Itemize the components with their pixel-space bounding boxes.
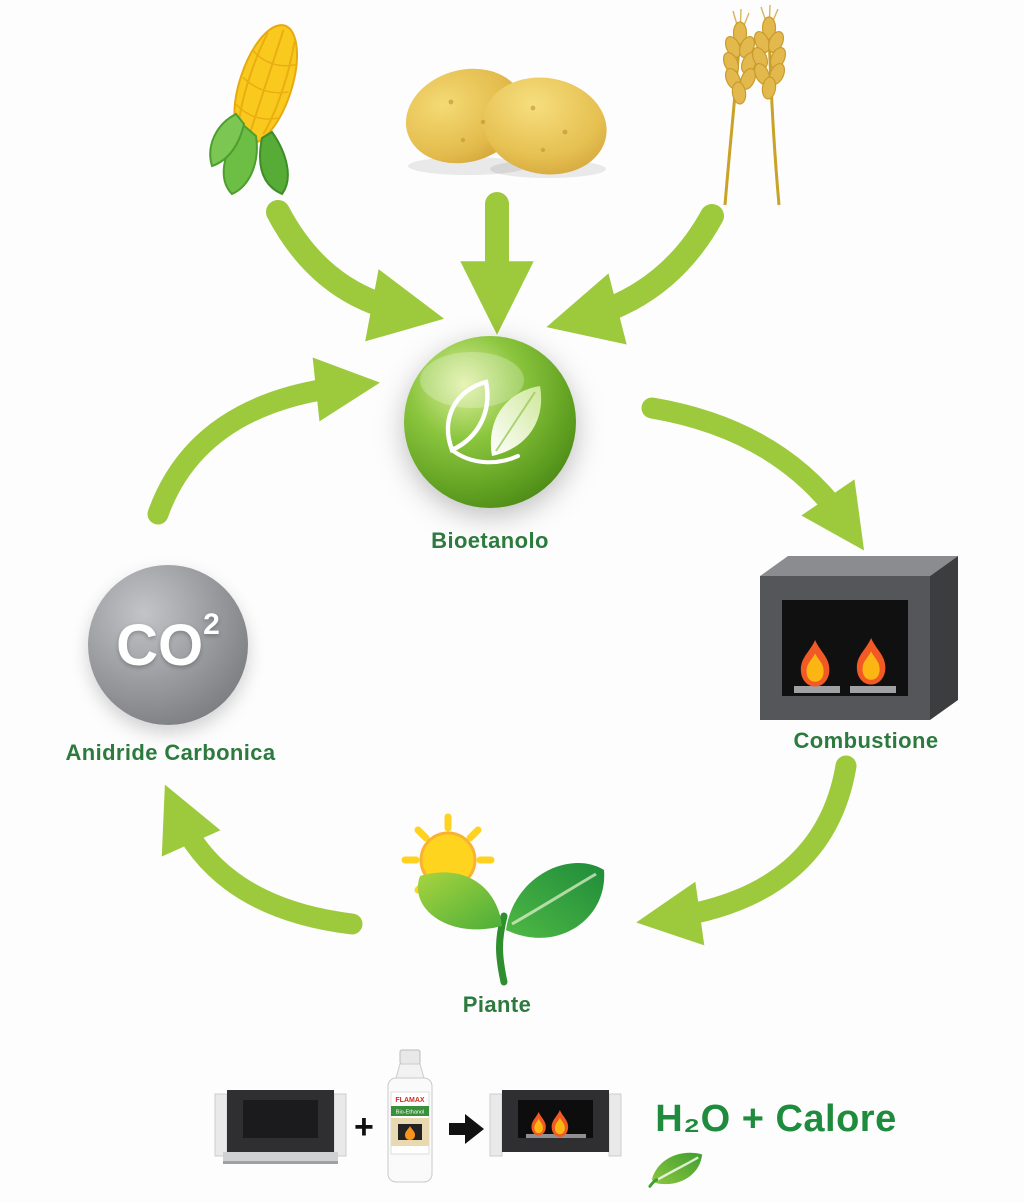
bioethanol-bottle-icon: FLAMAX Bio-Ethanol [387, 1049, 433, 1183]
potatoes-icon [405, 68, 607, 178]
piante-label: Piante [462, 992, 532, 1017]
result-equation: H₂O + Calore [655, 1098, 897, 1140]
small-leaf-icon [648, 1152, 703, 1188]
transform-arrow-icon [449, 1114, 484, 1144]
bioethanol-label: Bioetanolo [431, 528, 549, 553]
plant-sun-icon [401, 813, 605, 986]
plant-leaf-right [506, 863, 605, 938]
bottle-brand: FLAMAX [395, 1097, 424, 1104]
corn-icon [209, 24, 298, 196]
arrow-co2-to-bioethanol [147, 357, 380, 525]
arrow-bioethanol-to-combustione [641, 397, 865, 551]
corn-husk-leaf [259, 130, 289, 196]
fireplace-on-icon [489, 1090, 622, 1157]
plant-leaf-left [417, 872, 502, 930]
co2-node: CO2 [88, 565, 248, 725]
co2-superscript: 2 [203, 608, 220, 642]
corn-husk-leaf [209, 112, 246, 168]
plus-sign: + [354, 1108, 374, 1146]
arrow-wheat-to-bioethanol [546, 204, 724, 345]
fireplace-off-icon [214, 1090, 347, 1164]
co2-symbol: CO2 [116, 608, 220, 678]
arrow-corn-to-bioethanol [266, 200, 445, 342]
combustione-label: Combustione [793, 728, 939, 753]
fireplace-icon [760, 556, 958, 720]
flame-icon [551, 1110, 569, 1137]
co2-label: Anidride Carbonica [65, 740, 276, 765]
flame-icon [856, 638, 886, 685]
arrow-combustione-to-piante [636, 755, 857, 946]
flame-icon [800, 640, 830, 687]
leaf-outline-icon [445, 379, 490, 454]
wheat-icon [722, 5, 787, 206]
bioethanol-node [400, 332, 580, 512]
arrow-piante-to-co2 [161, 784, 363, 935]
leaf-sphere-icon [404, 336, 576, 508]
flame-icon [531, 1112, 546, 1136]
bottle-type: Bio-Ethanol [396, 1110, 424, 1116]
